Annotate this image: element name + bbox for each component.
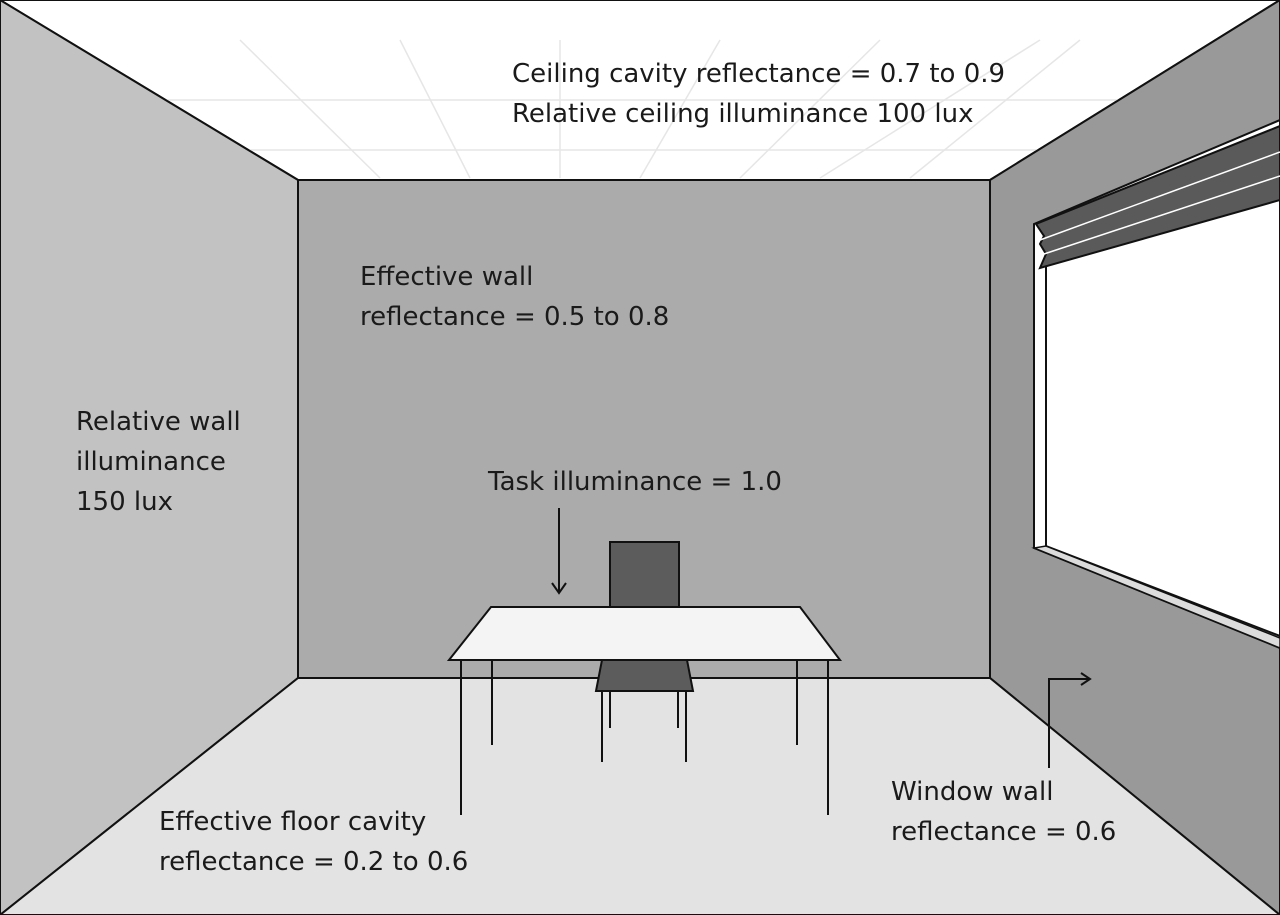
- chair-seat: [594, 659, 695, 692]
- floor-label-line2: reflectance = 0.2 to 0.6: [159, 847, 469, 877]
- window-wall-label-line1: Window wall: [891, 777, 1054, 807]
- task-label: Task illuminance = 1.0: [488, 462, 782, 502]
- window-wall-label: Window wall reflectance = 0.6: [891, 772, 1116, 852]
- desk-top: [446, 606, 843, 661]
- window-wall-label-line2: reflectance = 0.6: [891, 817, 1117, 847]
- ceiling-grid: [130, 39, 1150, 179]
- floor-label-line1: Effective floor cavity: [159, 807, 427, 837]
- desk: [446, 606, 843, 815]
- left-wall-label-line1: Relative wall: [76, 407, 241, 437]
- floor-label: Effective floor cavity reflectance = 0.2…: [159, 802, 468, 882]
- left-wall-label-line3: 150 lux: [76, 487, 173, 517]
- chair: [594, 659, 695, 762]
- back-wall-label: Effective wall reflectance = 0.5 to 0.8: [360, 257, 669, 337]
- back-wall-label-line1: Effective wall: [360, 262, 534, 292]
- ceiling-label: Ceiling cavity reflectance = 0.7 to 0.9 …: [512, 54, 1005, 134]
- ceiling-reflectance-text: Ceiling cavity reflectance = 0.7 to 0.9: [512, 59, 1006, 89]
- ceiling-illuminance-text: Relative ceiling illuminance 100 lux: [512, 99, 974, 129]
- left-wall-label: Relative wall illuminance 150 lux: [76, 402, 241, 522]
- window-sill: [1031, 545, 1280, 649]
- back-wall-label-line2: reflectance = 0.5 to 0.8: [360, 302, 670, 332]
- window: [1031, 118, 1280, 650]
- floor: [0, 677, 1280, 915]
- window-wall-arrow: [1048, 672, 1092, 768]
- left-wall-label-line2: illuminance: [76, 447, 226, 477]
- task-illuminance-text: Task illuminance = 1.0: [488, 467, 782, 497]
- task-arrow: [551, 508, 567, 595]
- chair-back: [609, 541, 680, 611]
